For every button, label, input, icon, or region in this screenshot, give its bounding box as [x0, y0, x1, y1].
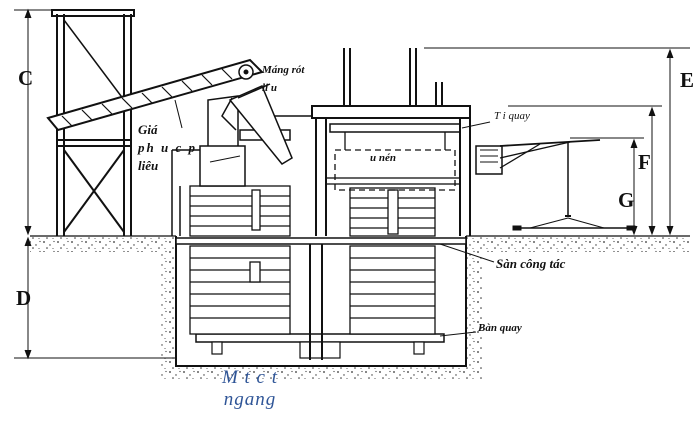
dimension-g-label: G	[618, 188, 635, 212]
work-floor-label: Sàn công tác	[496, 256, 566, 271]
press-frame	[311, 48, 471, 236]
dimension-f-label: F	[638, 150, 651, 174]
caption-line2: ngang	[223, 389, 277, 410]
turning-trolley-label: T i quay	[494, 110, 530, 122]
machine-housing	[171, 115, 312, 236]
turning-trolley	[475, 139, 636, 231]
press-label: u nén	[370, 152, 396, 164]
dimension-e-label: E	[680, 68, 695, 92]
turntable-label: Bàn quay	[478, 322, 522, 334]
chute-label-line2: li u	[262, 82, 277, 94]
ground-foundation	[30, 235, 690, 380]
dimension-d-label: D	[16, 286, 32, 310]
feeder-frame-label-line1: Giá	[138, 122, 158, 137]
chute	[221, 83, 293, 165]
figure-caption: M t c t ngang	[190, 367, 310, 411]
turntable	[195, 244, 445, 360]
work-floor	[175, 237, 467, 245]
feeder-frame-label-line2: ph u c p	[138, 140, 197, 155]
dimension-lines	[14, 8, 690, 360]
conveyor	[46, 58, 264, 132]
feeder-frame-label-line3: liêu	[138, 158, 159, 173]
chute-label-line1: Máng rót	[262, 64, 305, 76]
lower-bale-right	[349, 245, 436, 335]
caption-line1: M t c t	[221, 367, 279, 388]
upper-bale-left	[189, 185, 291, 237]
dimension-c-label: C	[18, 66, 34, 90]
lower-bale-left	[189, 245, 291, 335]
upper-bale-right	[349, 187, 436, 237]
press-head-dashed	[334, 149, 456, 191]
